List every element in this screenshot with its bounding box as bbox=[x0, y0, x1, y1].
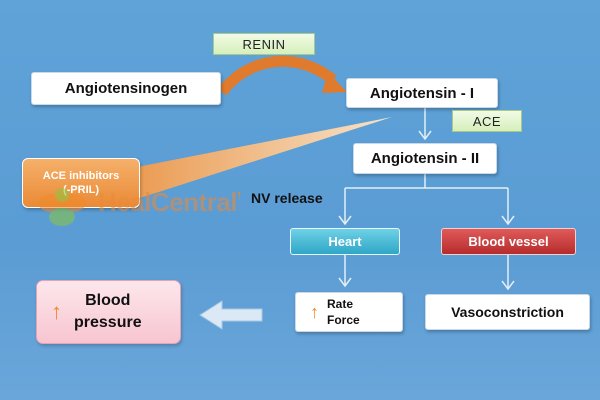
blood-pressure-text: Blood pressure bbox=[74, 290, 142, 334]
renin-arrow-head bbox=[322, 72, 347, 93]
blood-vessel-node: Blood vessel bbox=[441, 228, 576, 255]
angiotensinogen-node: Angiotensinogen bbox=[31, 72, 221, 105]
up-arrow-icon: ↑ bbox=[236, 187, 243, 202]
renin-label: RENIN bbox=[213, 33, 315, 55]
heart-label: Heart bbox=[328, 234, 362, 249]
renin-text: RENIN bbox=[242, 36, 286, 52]
up-arrow-icon: ↑ bbox=[51, 299, 62, 324]
ace-text: ACE bbox=[472, 113, 502, 129]
force-label: Force bbox=[327, 313, 360, 327]
angiotensinogen-label: Angiotensinogen bbox=[64, 80, 188, 97]
up-arrow-icon: ↑ bbox=[310, 301, 319, 322]
vasoconstriction-node: Vasoconstriction bbox=[425, 294, 590, 330]
angiotensin-1-node: Angiotensin - I bbox=[346, 78, 498, 108]
rate-force-node: ↑ Rate Force bbox=[295, 292, 403, 332]
rate-label: Rate bbox=[327, 297, 354, 311]
angiotensin-2-node: Angiotensin - II bbox=[353, 143, 497, 174]
nv-release-label: NV release bbox=[251, 190, 323, 206]
watermark: HealCentral bbox=[30, 183, 300, 233]
heart-node: Heart bbox=[290, 228, 400, 255]
vasoconstriction-label: Vasoconstriction bbox=[451, 304, 564, 320]
angiotensin-1-label: Angiotensin - I bbox=[369, 84, 475, 102]
blood-pressure-node: ↑ Blood pressure bbox=[36, 280, 181, 344]
rate-force-text: Rate Force bbox=[327, 296, 360, 328]
angiotensin-2-label: Angiotensin - II bbox=[370, 150, 480, 167]
blood-pressure-line2: pressure bbox=[74, 314, 142, 331]
block-arrow-left bbox=[199, 300, 263, 330]
ace-inhibitors-line1: ACE inhibitors bbox=[42, 170, 120, 182]
leaf-logo-icon bbox=[38, 188, 86, 226]
ace-inhibitors-line2: (-PRIL) bbox=[62, 184, 100, 196]
blood-pressure-line1: Blood bbox=[85, 292, 131, 309]
watermark-text: HealCentral bbox=[98, 187, 238, 217]
ace-label: ACE bbox=[452, 110, 522, 132]
renin-curved-arrow bbox=[217, 55, 337, 96]
blood-vessel-label: Blood vessel bbox=[468, 234, 549, 249]
